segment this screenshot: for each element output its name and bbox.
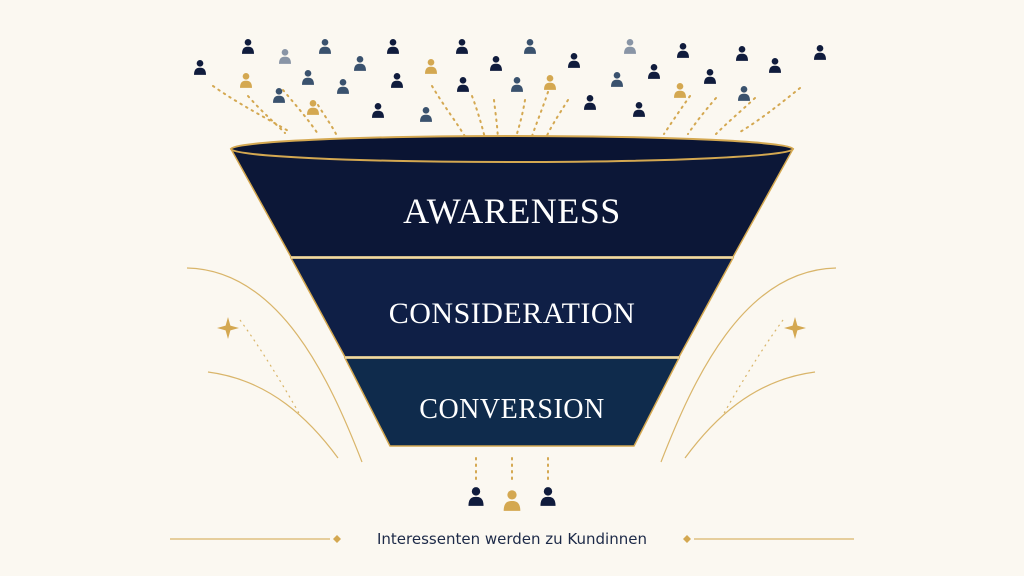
person-icon [387,38,399,54]
person-icon [738,85,750,101]
person-icon [468,487,484,506]
person-icon [674,82,686,98]
outgoing-dotted-streams [475,457,549,481]
person-icon [354,55,366,71]
person-icon [279,48,291,64]
person-icon [511,76,523,92]
person-icon [240,72,252,88]
person-icon [677,42,689,58]
person-icon [242,38,254,54]
converted-customers [468,487,556,511]
person-icon [372,102,384,118]
person-icon [633,101,645,117]
person-icon [302,69,314,85]
person-icon [524,38,536,54]
sparkle-icon [217,317,239,339]
person-icon [648,63,660,79]
person-icon [457,76,469,92]
person-icon [584,94,596,110]
person-icon [769,57,781,73]
person-icon [425,58,437,74]
right-swoosh-decoration [660,267,837,463]
person-icon [544,74,556,90]
person-icon [704,68,716,84]
stage-label-awareness: AWARENESS [403,191,621,231]
funnel-caption: Interessenten werden zu Kundinnen [377,530,647,548]
person-icon [307,99,319,115]
caption-rule [170,535,854,543]
person-icon [337,78,349,94]
person-icon [273,87,285,103]
diamond-icon [683,535,691,543]
person-icon [736,45,748,61]
sparkle-icon [784,317,806,339]
left-swoosh-decoration [186,267,363,463]
person-icon [391,72,403,88]
funnel-rim [230,135,794,163]
person-icon [568,52,580,68]
people-crowd [194,38,826,122]
person-icon [490,55,502,71]
person-icon [814,44,826,60]
funnel-body [229,135,795,447]
person-icon [456,38,468,54]
stage-label-consideration: CONSIDERATION [389,297,636,330]
person-icon [540,487,556,506]
stage-label-conversion: CONVERSION [419,394,604,425]
diamond-icon [333,535,341,543]
person-icon [319,38,331,54]
person-icon [194,59,206,75]
person-icon [611,71,623,87]
person-icon [420,106,432,122]
person-icon [503,490,521,511]
person-icon [624,38,636,54]
